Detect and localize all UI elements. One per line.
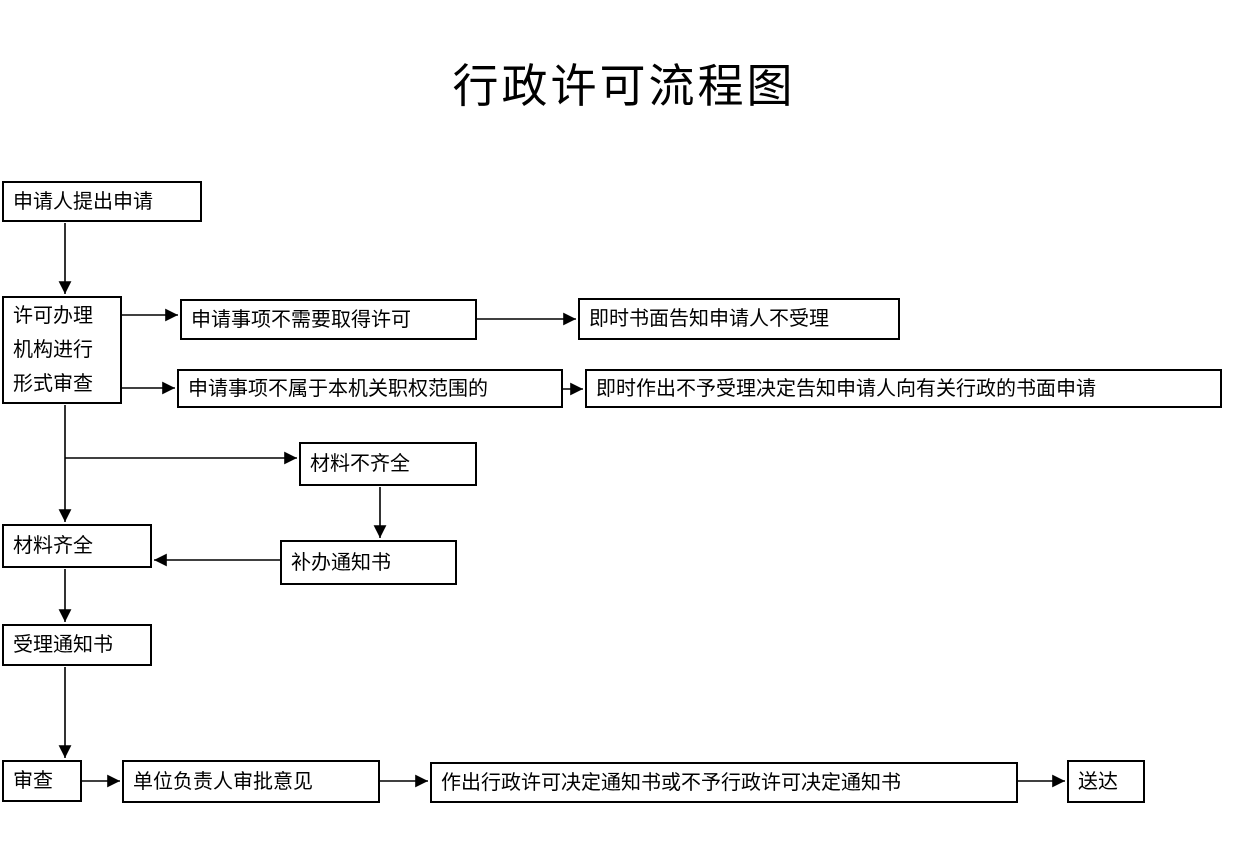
node-delivery: 送达 [1067, 760, 1145, 803]
node-matter-needs-no-license: 申请事项不需要取得许可 [180, 299, 477, 340]
node-materials-complete: 材料齐全 [2, 524, 152, 568]
node-matter-outside-jurisdiction: 申请事项不属于本机关职权范围的 [177, 369, 563, 408]
node-acceptance-notice: 受理通知书 [2, 624, 152, 666]
node-materials-incomplete: 材料不齐全 [299, 442, 477, 486]
node-applicant-submits-application: 申请人提出申请 [2, 181, 202, 222]
node-immediate-written-notice-not-accepted: 即时书面告知申请人不受理 [578, 298, 900, 340]
node-licensing-body-formal-review: 许可办理 机构进行 形式审查 [2, 296, 122, 404]
node-review: 审查 [2, 760, 82, 802]
node-unit-leader-approval-opinion: 单位负责人审批意见 [122, 760, 380, 803]
page-title: 行政许可流程图 [452, 61, 796, 112]
node-supplement-notice: 补办通知书 [280, 540, 457, 585]
node-license-decision-notice: 作出行政许可决定通知书或不予行政许可决定通知书 [430, 762, 1018, 803]
node-immediate-rejection-decision-notice: 即时作出不予受理决定告知申请人向有关行政的书面申请 [585, 369, 1222, 408]
